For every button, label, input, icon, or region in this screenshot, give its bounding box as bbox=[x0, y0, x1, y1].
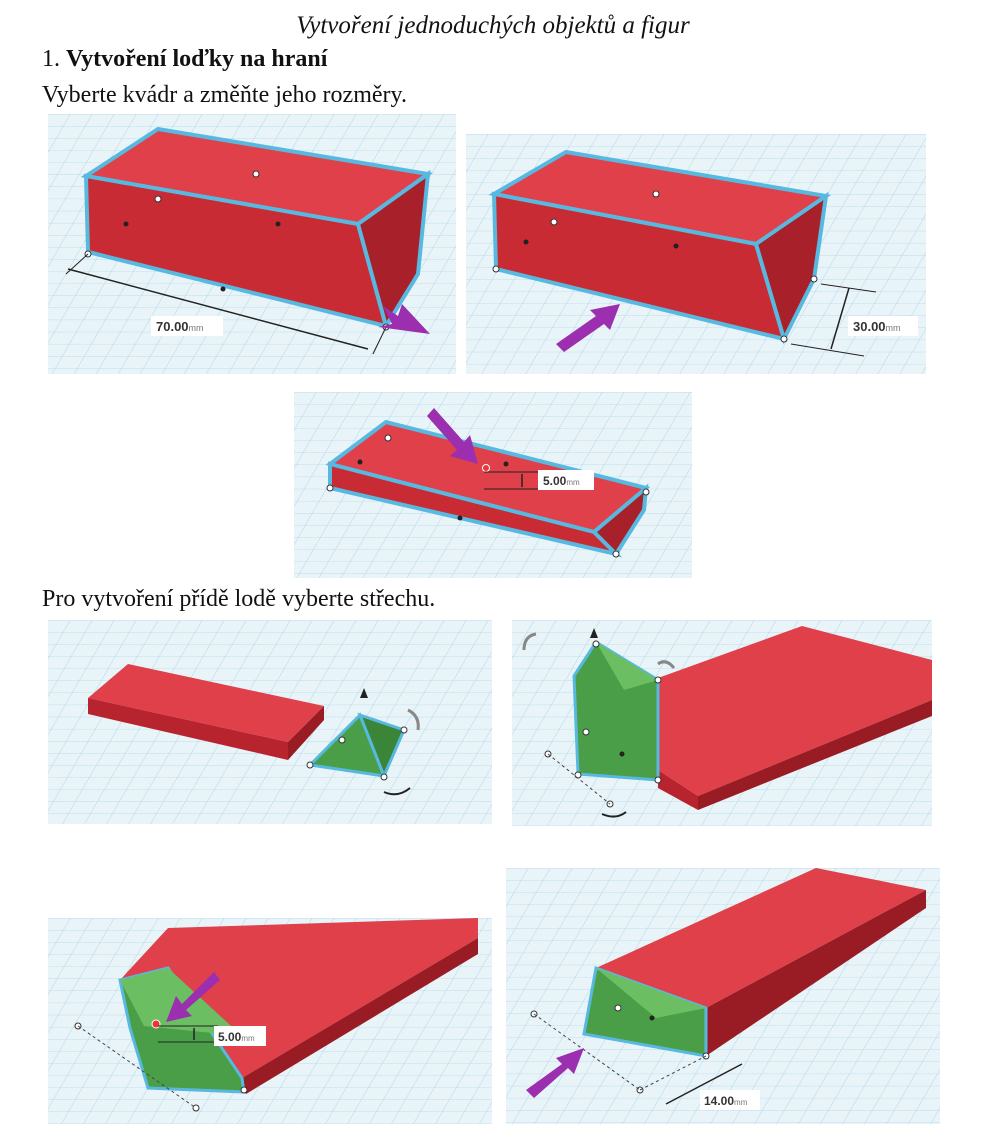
fig6-value: 5.00 bbox=[218, 1030, 242, 1044]
figure-roof-height: 5.00mm bbox=[48, 918, 492, 1124]
arrow-pointer-icon bbox=[166, 972, 220, 1022]
arrow-pointer-icon bbox=[378, 304, 430, 334]
fig2-value: 30.00 bbox=[853, 319, 886, 334]
figure-box-width: 30.00mm bbox=[466, 134, 926, 374]
fig1-value: 70.00 bbox=[156, 319, 189, 334]
figure-roof-added bbox=[48, 620, 492, 824]
document-title: Vytvoření jednoduchých objektů a figur bbox=[296, 12, 690, 39]
figure-bow-finished: 14.00mm bbox=[506, 868, 940, 1124]
arrow-pointer-icon bbox=[526, 1048, 584, 1098]
fig7-value: 14.00 bbox=[704, 1094, 734, 1108]
section-heading: 1. Vytvoření loďky na hraní bbox=[42, 46, 327, 73]
instruction-resize: Vyberte kvádr a změňte jeho rozměry. bbox=[42, 82, 407, 108]
figure-roof-rotated bbox=[512, 620, 932, 826]
fig1-unit: mm bbox=[189, 323, 204, 333]
fig6-unit: mm bbox=[241, 1034, 255, 1043]
arrow-pointer-icon bbox=[427, 408, 478, 464]
svg-text:70.00mm: 70.00mm bbox=[156, 319, 204, 334]
fig3-unit: mm bbox=[566, 478, 580, 487]
svg-text:14.00mm: 14.00mm bbox=[704, 1094, 748, 1108]
arrow-pointer-icon bbox=[556, 304, 620, 352]
figure-box-length: 70.00mm bbox=[48, 114, 456, 374]
fig2-unit: mm bbox=[886, 323, 901, 333]
fig3-value: 5.00 bbox=[543, 474, 567, 488]
instruction-roof: Pro vytvoření přídě lodě vyberte střechu… bbox=[42, 586, 436, 612]
svg-text:30.00mm: 30.00mm bbox=[853, 319, 901, 334]
svg-text:5.00mm: 5.00mm bbox=[543, 474, 580, 488]
fig7-unit: mm bbox=[734, 1098, 748, 1107]
svg-text:5.00mm: 5.00mm bbox=[218, 1030, 255, 1044]
section-number: 1. bbox=[42, 46, 60, 72]
section-title: Vytvoření loďky na hraní bbox=[66, 46, 328, 72]
figure-box-height: 5.00mm bbox=[294, 392, 692, 578]
